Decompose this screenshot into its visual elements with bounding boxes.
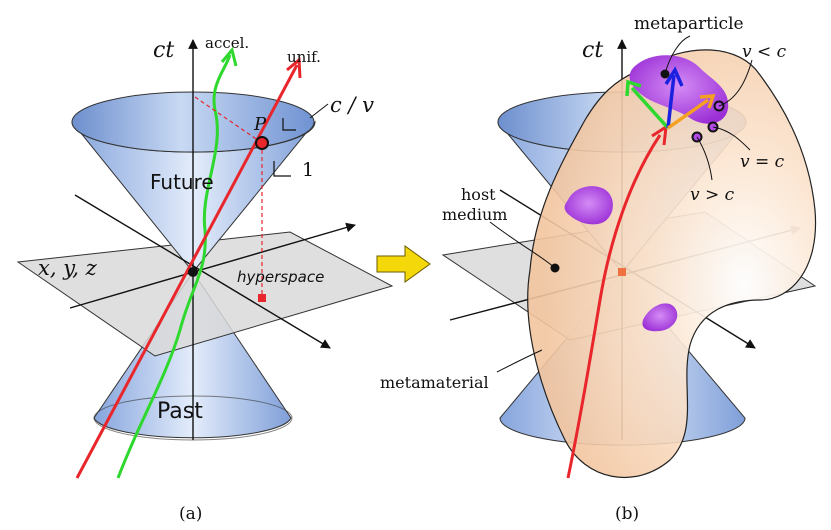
accel-label: accel. [205,34,249,52]
metamaterial-blob [527,49,817,478]
future-label: Future [150,170,214,194]
space-axes-label: x, y, z [38,256,98,280]
host-medium-label-line2: medium [442,205,507,224]
host-medium-label: host medium [442,185,507,224]
metaparticle-leader [664,35,691,75]
event-label: P [253,114,267,135]
origin-point-b [618,268,626,276]
host-medium-leader [489,221,556,269]
inclusion-bottom [642,303,678,332]
space-axis-2 [69,222,356,309]
slope-ratio-label: c / v [330,93,374,117]
caption-b: (b) [615,504,639,524]
hyperspace-label: hyperspace [237,268,324,286]
metamaterial-leader [496,349,543,373]
v-greater-label: v > c [690,185,735,205]
event-point-p [255,136,269,150]
inclusion-top [629,55,729,124]
worldline-b [566,134,662,479]
metamaterial-label: metamaterial [380,373,489,392]
space-axis-1 [74,194,331,349]
panel-a: ct accel. unif. P c / v 1 Future Past x,… [16,34,394,524]
v-equal-leader [712,126,751,151]
time-axis-label: ct [153,38,174,63]
arrow-green [630,86,670,130]
arrow-blue [666,74,676,129]
v-greater-leader [696,136,713,181]
origin-point [188,267,198,277]
slope-marker-1 [282,118,296,131]
caption-a: (a) [179,504,202,524]
inclusion-left [564,186,613,225]
slope-ratio-leader [309,103,329,119]
slope-marker-2 [273,161,291,177]
v-less-leader [718,59,753,107]
metaparticle-label: metaparticle [634,14,744,34]
slope-unit-label: 1 [302,159,314,181]
unif-label: unif. [287,48,321,66]
v-less-label: v < c [742,42,787,62]
time-axis-label-b: ct [582,38,603,63]
past-label: Past [157,399,203,424]
accel-worldline [116,54,232,479]
host-medium-label-line1: host [461,185,496,204]
unif-worldline [75,64,299,479]
arrow-orange [666,98,710,130]
projection-point [258,294,266,302]
right-arrow-icon [376,245,431,283]
v-equal-label: v = c [740,152,785,172]
panel-b: ct metaparticle v < c v = c v > c host m… [380,14,817,524]
